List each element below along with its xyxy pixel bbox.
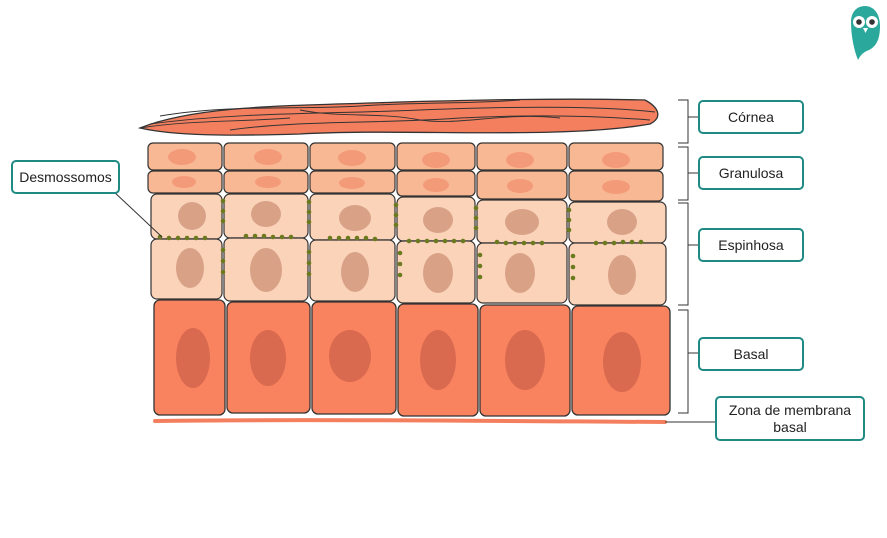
bracket-basal [678, 309, 698, 414]
basal-label: Basal [698, 337, 804, 371]
zona-label-line1: Zona de membrana [728, 401, 852, 418]
cornea-layer [137, 98, 659, 136]
granulosa-label: Granulosa [698, 156, 804, 190]
basal-label-text: Basal [733, 345, 769, 362]
owl-logo-icon [851, 6, 880, 60]
espinhosa-layer [150, 193, 667, 306]
cornea-label-text: Córnea [728, 108, 774, 125]
desmossomos-label: Desmossomos [11, 160, 120, 194]
bracket-granulosa [678, 146, 698, 201]
zona-membrana-basal-label: Zona de membrana basal [715, 396, 865, 441]
granulosa-label-text: Granulosa [718, 164, 784, 181]
bracket-cornea [678, 99, 698, 144]
basal-membrane-line [153, 418, 667, 424]
granulosa-layer [147, 142, 664, 202]
basal-layer [153, 299, 671, 417]
espinhosa-label-text: Espinhosa [718, 236, 784, 253]
bracket-espinhosa [678, 202, 698, 306]
layer-brackets [111, 99, 715, 423]
cornea-label: Córnea [698, 100, 804, 134]
desmossomos-leader-line [111, 189, 163, 238]
desmosome-dots [157, 198, 644, 281]
zona-label-line2: basal [773, 418, 807, 435]
desmossomos-label-text: Desmossomos [19, 168, 112, 185]
espinhosa-label: Espinhosa [698, 228, 804, 262]
